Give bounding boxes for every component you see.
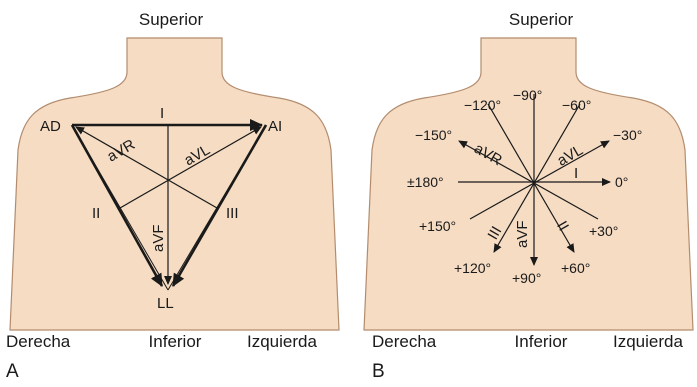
- inferior-label-a: Inferior: [149, 333, 202, 350]
- ra-label: AD: [40, 118, 61, 135]
- avf-label-b: aVF: [514, 220, 531, 248]
- panel-a-letter: A: [6, 362, 19, 381]
- left-side-label-b: Izquierda: [613, 333, 683, 350]
- la-label: AI: [268, 118, 282, 135]
- lead-ii-label: II: [92, 205, 100, 222]
- angle-pm180: ±180°: [407, 174, 444, 190]
- superior-label-a: Superior: [139, 11, 203, 28]
- angle-m150: −150°: [415, 127, 452, 143]
- lead-iii-label: III: [226, 205, 239, 222]
- lead-i-label-b: I: [574, 165, 578, 182]
- ll-label: LL: [157, 295, 174, 312]
- lead-i-label: I: [160, 105, 164, 122]
- angle-p30: +30°: [589, 223, 618, 239]
- inferior-label-b: Inferior: [515, 333, 568, 350]
- angle-p120: +120°: [454, 260, 491, 276]
- angle-0: 0°: [615, 174, 628, 190]
- angle-p150: +150°: [419, 218, 456, 234]
- angle-m120: −120°: [464, 97, 501, 113]
- angle-m90: −90°: [513, 87, 542, 103]
- left-side-label-a: Izquierda: [247, 333, 317, 350]
- angle-p90: +90°: [512, 270, 541, 286]
- angle-p60: +60°: [561, 260, 590, 276]
- avf-label: aVF: [150, 224, 167, 252]
- panel-b-letter: B: [372, 362, 385, 381]
- angle-m30: −30°: [613, 127, 642, 143]
- right-side-label-a: Derecha: [6, 333, 70, 350]
- angle-m60: −60°: [562, 97, 591, 113]
- right-side-label-b: Derecha: [372, 333, 436, 350]
- superior-label-b: Superior: [509, 11, 573, 28]
